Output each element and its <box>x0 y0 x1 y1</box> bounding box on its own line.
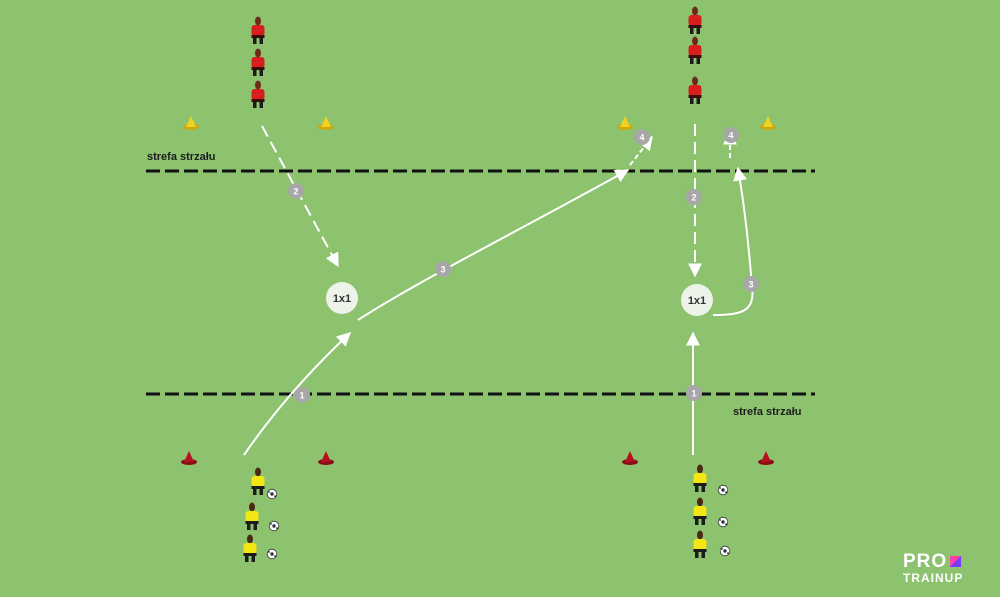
ball <box>268 520 280 532</box>
svg-text:4: 4 <box>639 133 644 143</box>
duel-label: 1x1 <box>688 295 706 307</box>
step-badge-3: 3 <box>743 276 759 292</box>
attacker-player <box>693 464 707 492</box>
attacker-player <box>693 497 707 525</box>
cone-red <box>622 451 638 465</box>
step-badge-1: 1 <box>294 387 310 403</box>
svg-text:2: 2 <box>293 187 298 197</box>
protrainup-logo: PRO TRAINUP <box>903 552 993 590</box>
cone-yellow <box>617 116 633 130</box>
zone-label-top: strefa strzału <box>147 151 215 163</box>
logo-text-pro: PRO <box>903 551 948 572</box>
cone-yellow <box>760 116 776 130</box>
left-drill: 1x1 1 2 3 4 <box>243 16 653 562</box>
attacker-player <box>251 467 265 495</box>
duel-circle <box>681 284 713 316</box>
ball <box>266 548 278 560</box>
ball <box>717 516 729 528</box>
dribble-arrow <box>357 169 630 321</box>
defender-player <box>251 16 265 44</box>
defender-player <box>688 76 702 104</box>
attacker-player <box>243 534 257 562</box>
duel-label: 1x1 <box>333 293 351 305</box>
svg-text:4: 4 <box>728 131 733 141</box>
duel-circle <box>326 282 358 314</box>
svg-text:3: 3 <box>440 265 445 275</box>
logo-square-icon <box>950 556 962 567</box>
step-badge-2: 2 <box>686 189 702 205</box>
svg-text:1: 1 <box>691 389 696 399</box>
ball <box>266 488 278 500</box>
step-badge-4: 4 <box>634 129 650 145</box>
step-badge-4: 4 <box>723 127 739 143</box>
svg-text:2: 2 <box>691 193 696 203</box>
ball <box>719 545 731 557</box>
cone-red <box>318 451 334 465</box>
attacker-player <box>245 502 259 530</box>
dribble-arrow <box>712 166 754 316</box>
step-badge-1: 1 <box>686 385 702 401</box>
cone-red <box>181 451 197 465</box>
defender-player <box>251 48 265 76</box>
cone-yellow <box>318 116 334 130</box>
cone-yellow <box>183 116 199 130</box>
step-badge-2: 2 <box>288 183 304 199</box>
step-badge-3: 3 <box>435 261 451 277</box>
defender-player <box>688 6 702 34</box>
defender-player <box>251 80 265 108</box>
zone-label-bottom: strefa strzału <box>733 406 801 418</box>
logo-text-trainup: TRAINUP <box>903 571 964 585</box>
cone-red <box>758 451 774 465</box>
attacker-player <box>693 530 707 558</box>
right-drill: 1x1 1 2 3 4 <box>681 6 759 558</box>
svg-text:3: 3 <box>748 280 753 290</box>
shot-arrow <box>629 135 653 166</box>
svg-text:1: 1 <box>299 391 304 401</box>
dribble-arrow <box>243 332 352 456</box>
ball <box>717 484 729 496</box>
defender-player <box>688 36 702 64</box>
